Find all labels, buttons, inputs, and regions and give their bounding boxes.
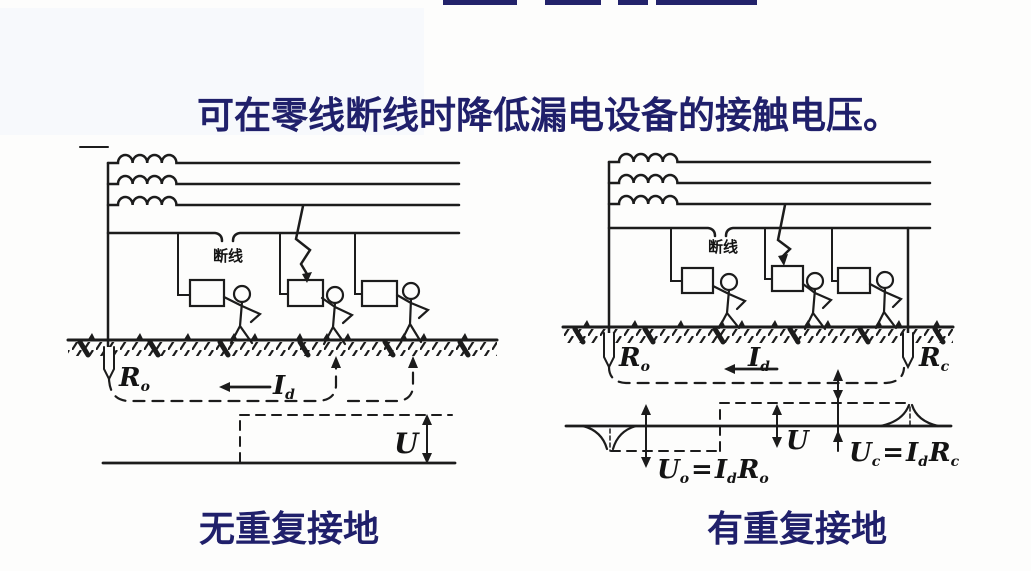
ro-label: Ro xyxy=(618,343,650,375)
equipment-boxes xyxy=(680,264,872,295)
fault-current-arrow xyxy=(724,364,779,374)
raised-potential-dashed xyxy=(239,414,453,463)
equipment-boxes xyxy=(188,278,399,308)
id-label: Id xyxy=(272,371,295,403)
u-label: U xyxy=(786,426,810,456)
ro-label: Ro xyxy=(118,363,150,395)
rc-label: Rc xyxy=(918,343,950,375)
equipment-box xyxy=(770,264,805,293)
fault-lightning-icon xyxy=(294,204,312,283)
equipment-box xyxy=(286,278,325,308)
top-left-tint-panel xyxy=(0,8,424,135)
ground-surface xyxy=(66,333,499,358)
right-diagram-caption: 有重复接地 xyxy=(706,508,887,549)
equipment-box xyxy=(188,278,226,308)
repeated-grounding-electrode xyxy=(902,332,914,370)
broken-line-label: 断线 xyxy=(213,247,243,265)
cropped-top-text-fragment xyxy=(618,0,648,5)
fault-current-return-path xyxy=(607,365,906,385)
broken-line-label: 断线 xyxy=(708,238,738,256)
potential-funnel-peak xyxy=(879,403,940,428)
person-figures xyxy=(711,270,903,331)
fault-current-return-path xyxy=(107,364,415,403)
equipment-box xyxy=(360,279,399,308)
cropped-top-text-fragment xyxy=(656,0,757,5)
transformer-coils-icon xyxy=(607,152,932,206)
ground-hatch xyxy=(563,329,953,343)
slide-title: 可在零线断线时降低漏电设备的接触电压。 xyxy=(197,95,900,136)
equipment-drop-lines xyxy=(177,232,363,296)
uo-equation: Uo=IdRo xyxy=(657,455,769,487)
equipment-box xyxy=(680,266,715,295)
neutral-line-with-break xyxy=(607,226,932,238)
neutral-line-with-break xyxy=(106,231,461,243)
grounding-electrode xyxy=(103,346,115,382)
right-circuit-diagram xyxy=(561,152,955,468)
left-circuit-diagram xyxy=(66,146,499,465)
equipment-box xyxy=(836,266,872,295)
left-diagram-caption: 无重复接地 xyxy=(198,508,379,549)
person-figure xyxy=(801,271,833,331)
person-figures xyxy=(222,281,431,346)
fault-current-arrow xyxy=(219,382,272,392)
equipment-drop-lines xyxy=(670,227,839,282)
current-up-arrowheads xyxy=(331,356,418,368)
cropped-top-text-fragment xyxy=(443,0,517,5)
person-figure xyxy=(320,285,354,346)
id-label: Id xyxy=(747,343,770,375)
person-figure xyxy=(711,272,747,330)
voltage-profile xyxy=(101,414,457,465)
person-figure xyxy=(222,284,263,345)
person-figure xyxy=(395,281,431,344)
ground-hatch xyxy=(68,342,497,356)
uc-equation: Uc=IdRc xyxy=(849,438,960,470)
u-label: U xyxy=(394,427,420,460)
transformer-coils-icon xyxy=(106,153,461,207)
cropped-top-text-fragment xyxy=(545,0,601,5)
person-figure xyxy=(868,270,903,330)
voltage-profile xyxy=(564,369,953,468)
ground-surface xyxy=(561,320,955,345)
fault-lightning-icon xyxy=(776,203,792,266)
grounding-electrode xyxy=(603,332,615,370)
raised-potential-dashed xyxy=(719,402,908,452)
potential-funnel-dip xyxy=(581,424,638,451)
